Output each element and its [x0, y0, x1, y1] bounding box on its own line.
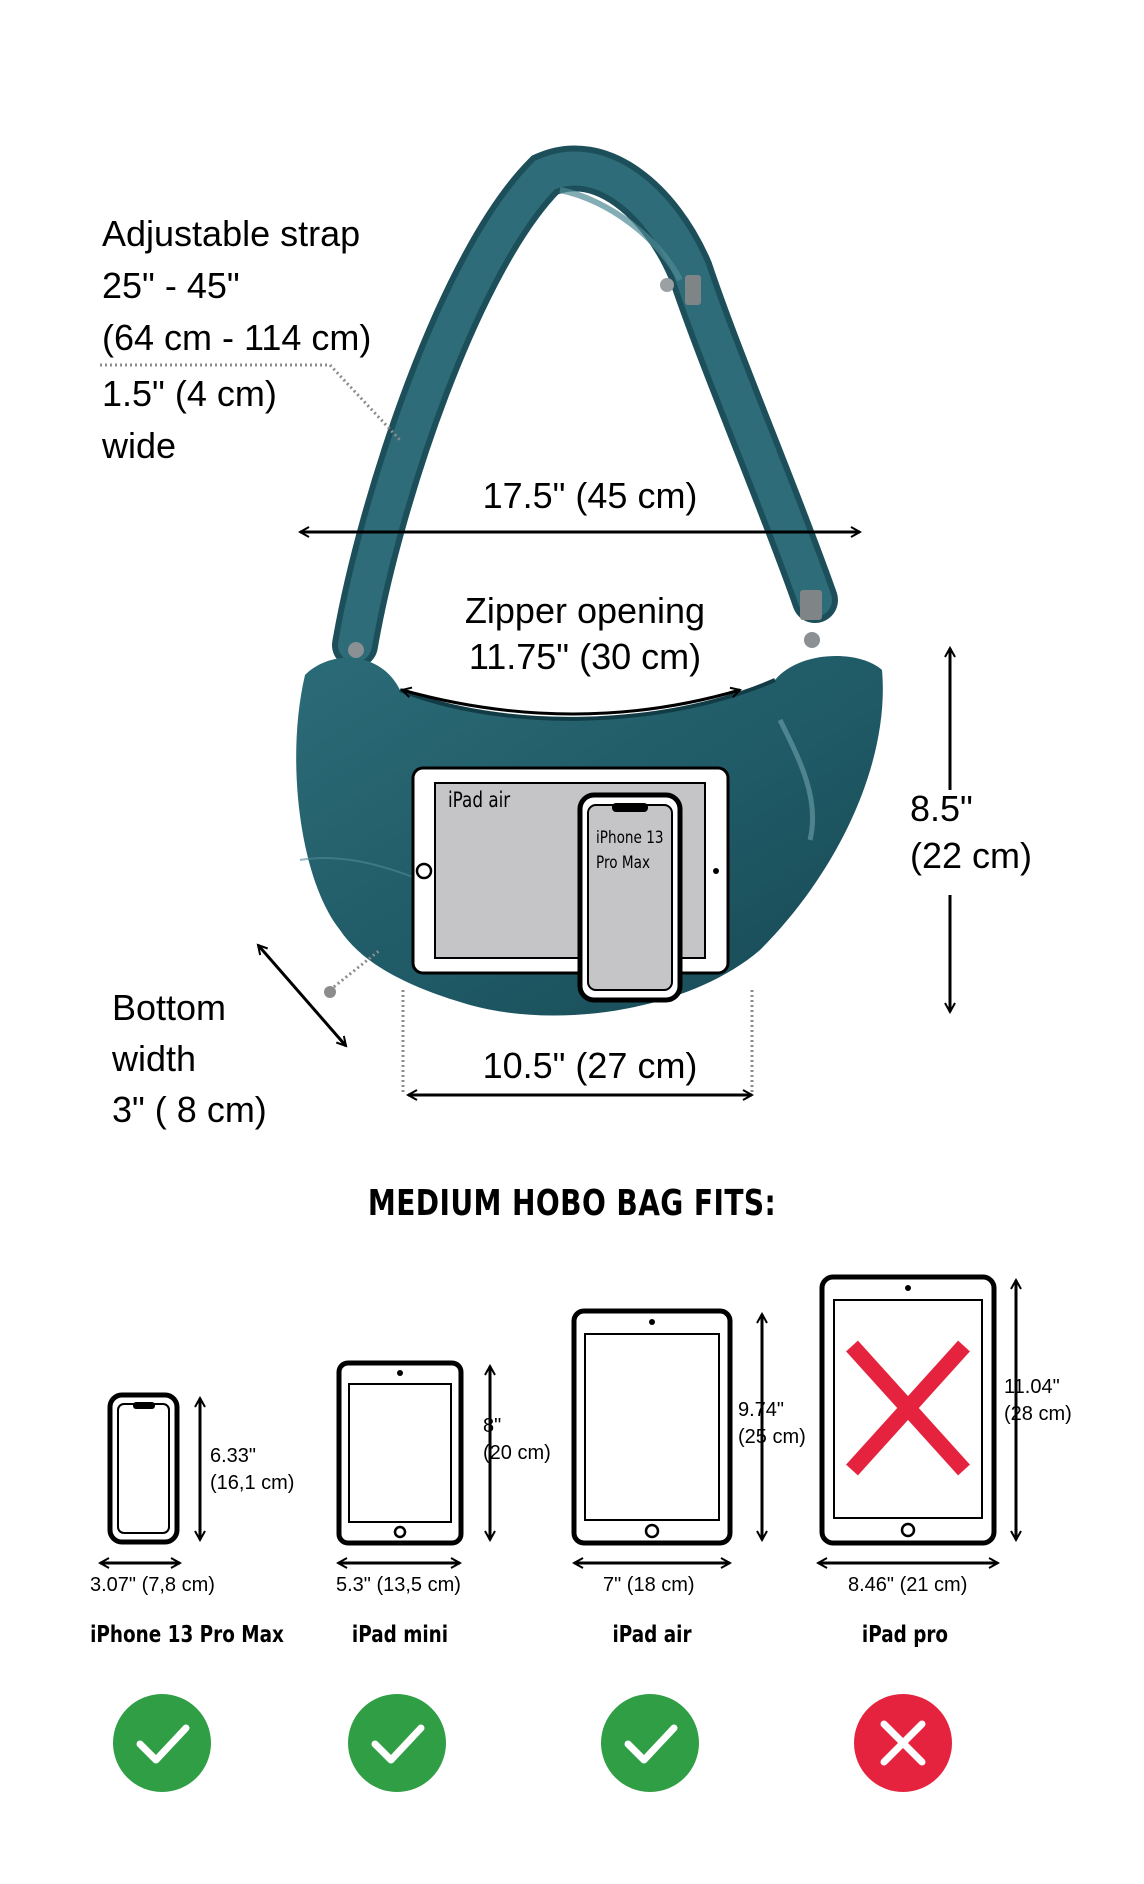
arrow-zipper	[402, 690, 740, 716]
strap-length-label: Adjustable strap 25" - 45" (64 cm - 114 …	[102, 213, 372, 359]
fit-status-badges	[113, 1694, 952, 1792]
fits-title: MEDIUM HOBO BAG FITS:	[367, 1183, 777, 1224]
device-ipad-pro	[818, 1274, 1016, 1563]
height-label: 8.5" (22 cm)	[910, 788, 1033, 876]
ipad-air-width-label: 7" (18 cm)	[603, 1574, 695, 1596]
overlay-ipad-label: iPad air	[448, 788, 511, 812]
arrow-bottom-depth	[258, 945, 346, 1046]
cross-icon	[854, 1694, 952, 1792]
cross-mark-icon	[846, 1340, 970, 1476]
zipper-label: Zipper opening 11.75" (30 cm)	[464, 590, 706, 678]
bottom-width-label: Bottom width 3" ( 8 cm)	[112, 987, 267, 1131]
device-ipad-mini	[338, 1360, 490, 1563]
dimension-arrows	[258, 532, 950, 1095]
device-name-ipad-mini: iPad mini	[351, 1622, 449, 1648]
width-top-label: 17.5" (45 cm)	[482, 475, 698, 516]
device-iphone-13-pro-max	[100, 1392, 200, 1563]
overlay-iphone-label: iPhone 13 Pro Max	[596, 828, 664, 873]
strap	[332, 145, 838, 668]
ipad-air-height-label: 9.74" (25 cm)	[738, 1399, 806, 1448]
iphone-overlay	[577, 792, 683, 1003]
ipad-mini-width-label: 5.3" (13,5 cm)	[336, 1574, 461, 1596]
width-bottom-label: 10.5" (27 cm)	[482, 1045, 698, 1086]
device-name-iphone: iPhone 13 Pro Max	[90, 1622, 284, 1648]
iphone-height-label: 6.33" (16,1 cm)	[210, 1445, 295, 1494]
device-name-ipad-pro: iPad pro	[861, 1622, 949, 1648]
iphone-width-label: 3.07" (7,8 cm)	[90, 1574, 215, 1596]
ipad-mini-height-label: 8" (20 cm)	[483, 1415, 551, 1464]
ipad-pro-height-label: 11.04" (28 cm)	[1004, 1376, 1072, 1425]
strap-width-label: 1.5" (4 cm) wide	[102, 373, 277, 467]
check-icon	[601, 1694, 699, 1792]
device-ipad-air	[571, 1308, 762, 1563]
hobo-bag-illustration	[100, 145, 1144, 1160]
device-name-ipad-air: iPad air	[612, 1622, 692, 1648]
check-icon	[113, 1694, 211, 1792]
check-icon	[348, 1694, 446, 1792]
ipad-pro-width-label: 8.46" (21 cm)	[848, 1574, 968, 1596]
